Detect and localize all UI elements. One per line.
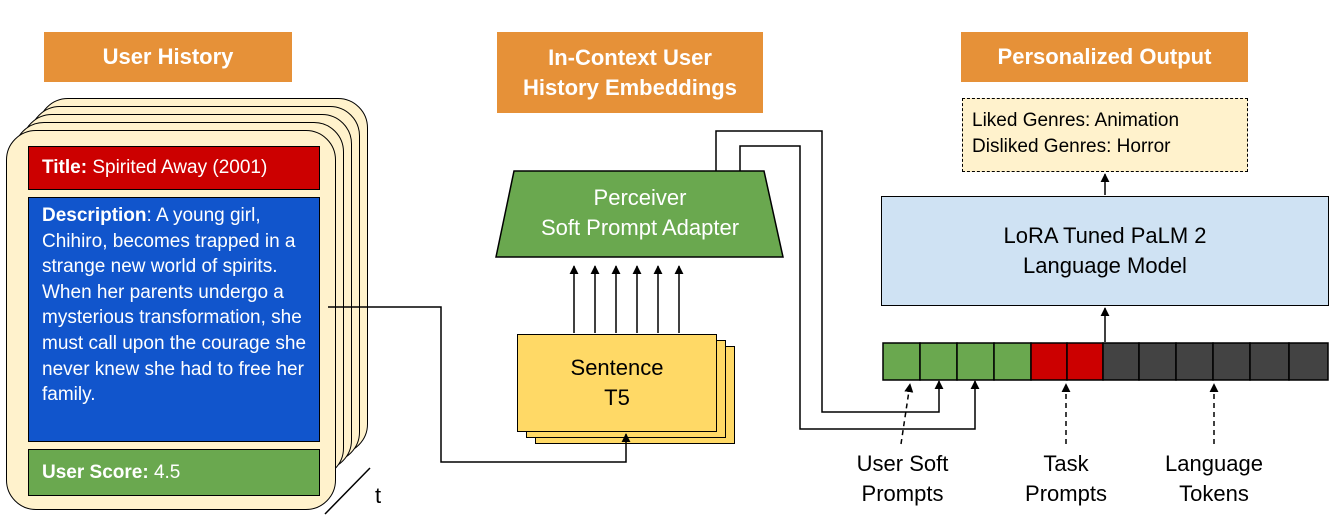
perceiver-to-token-connector-1 [715, 130, 944, 413]
score-value: 4.5 [148, 461, 181, 483]
time-label: t [374, 483, 382, 508]
language-token-4 [1212, 342, 1251, 381]
history-to-t5-connector [328, 306, 631, 463]
language-token-2 [1138, 342, 1177, 381]
sentence-t5-line1: Sentence [570, 355, 664, 380]
user-soft-token-3 [956, 342, 995, 381]
language-token-6 [1288, 342, 1329, 381]
language-tokens-label: Language Tokens [1145, 449, 1283, 509]
user-soft-label-line2: Prompts [861, 481, 944, 506]
perceiver-adapter-shape [495, 170, 784, 258]
language-label-line1: Language [1165, 451, 1263, 476]
in-context-header-line1: In-Context User [548, 44, 712, 70]
in-context-header-line2: History Embeddings [523, 74, 737, 100]
task-token-2 [1066, 342, 1104, 381]
language-token-3 [1175, 342, 1214, 381]
language-label-line2: Tokens [1179, 481, 1249, 506]
user-soft-token-2 [919, 342, 958, 381]
sentence-t5-box: Sentence T5 [517, 334, 717, 432]
task-token-1 [1030, 342, 1068, 381]
llm-line2: Language Model [1023, 253, 1187, 278]
description-key: Description [42, 205, 147, 226]
task-label-line1: Task [1043, 451, 1089, 476]
t5-to-perceiver-arrows [569, 265, 684, 333]
perceiver-line1: Perceiver [593, 185, 687, 210]
description-value: : A young girl, Chihiro, becomes trapped… [42, 205, 307, 406]
language-token-1 [1102, 342, 1140, 381]
title-value: Spirited Away (2001) [87, 157, 268, 178]
title-key: Title: [42, 157, 88, 178]
movie-description-field: Description: A young girl, Chihiro, beco… [28, 197, 320, 442]
perceiver-line2: Soft Prompt Adapter [540, 215, 740, 240]
personalized-output-box: Liked Genres: Animation Disliked Genres:… [962, 98, 1248, 172]
personalized-output-header: Personalized Output [961, 32, 1248, 82]
token-sequence [882, 342, 1329, 381]
user-soft-token-1 [882, 342, 921, 381]
user-soft-label-line1: User Soft [856, 451, 949, 476]
task-label-line2: Prompts [1025, 481, 1107, 506]
task-prompts-label: Task Prompts [1010, 449, 1122, 509]
perceiver-label: Perceiver Soft Prompt Adapter [510, 183, 770, 243]
movie-title-field: Title: Spirited Away (2001) [28, 146, 320, 190]
user-soft-prompts-pointer [900, 383, 914, 445]
user-score-field: User Score: 4.5 [28, 449, 320, 496]
output-line1: Liked Genres: Animation [972, 110, 1180, 131]
user-soft-token-4 [993, 342, 1032, 381]
sentence-t5-line2: T5 [604, 385, 630, 410]
time-axis-line [324, 467, 371, 515]
user-history-header: User History [44, 32, 292, 82]
language-token-5 [1249, 342, 1290, 381]
perceiver-to-token-connector-2 [739, 145, 980, 430]
user-soft-prompts-label: User Soft Prompts [830, 449, 975, 509]
output-line2: Disliked Genres: Horror [972, 136, 1171, 157]
in-context-embeddings-header: In-Context User History Embeddings [497, 32, 763, 113]
score-key: User Score: [42, 461, 149, 483]
llm-line1: LoRA Tuned PaLM 2 [1003, 223, 1207, 248]
